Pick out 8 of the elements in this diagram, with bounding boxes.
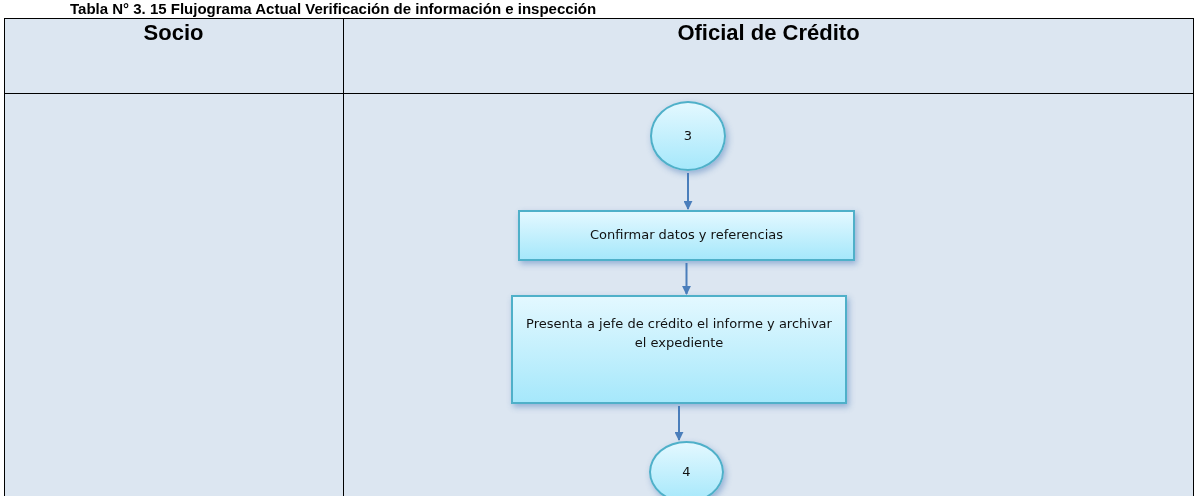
arrow (674, 405, 684, 441)
arrow (683, 172, 693, 210)
process-box: Presenta a jefe de crédito el informe y archivar el expediente (511, 295, 847, 404)
column-header: Oficial de Crédito (676, 20, 861, 46)
column-header: Socio (142, 20, 205, 46)
arrow (682, 262, 691, 295)
process-box: Confirmar datos y referencias (518, 210, 855, 261)
table-title: Tabla N° 3. 15 Flujograma Actual Verificación de información e inspección (70, 0, 597, 17)
